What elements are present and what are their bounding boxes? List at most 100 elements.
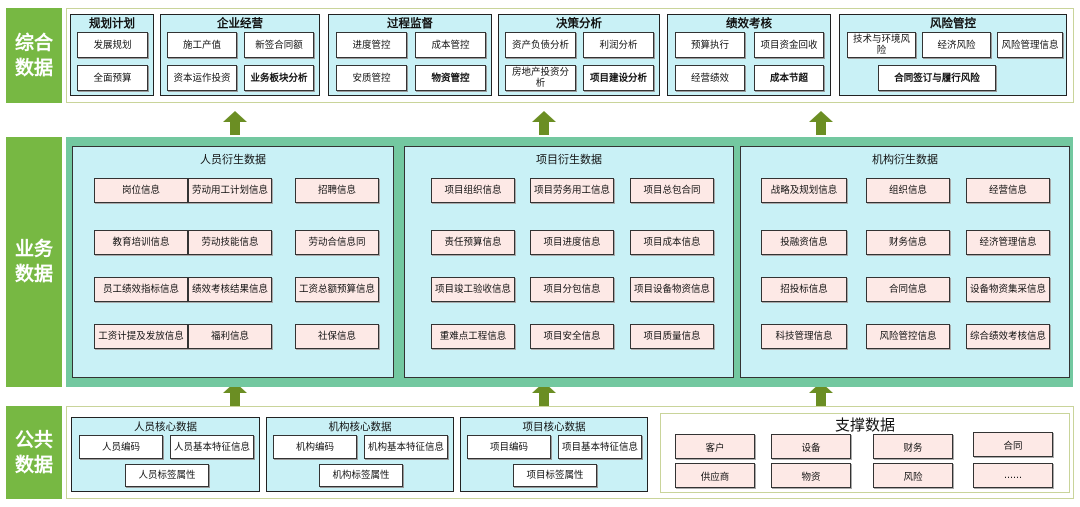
support-group: 支撑数据 客户 设备 财务 合同 供应商 物资 风险 ......	[660, 413, 1070, 493]
item-box: 机构编码	[273, 435, 357, 459]
arrow-up-icon	[532, 382, 556, 406]
item-box: 劳动技能信息	[188, 230, 272, 255]
item-box: 岗位信息	[94, 178, 188, 203]
support-title: 支撑数据	[834, 416, 895, 434]
item-box: 战略及规划信息	[761, 178, 847, 203]
group-title: 风险管控	[930, 16, 976, 30]
group-organization-core: 机构核心数据 机构编码 机构基本特征信息 机构标签属性	[266, 417, 454, 492]
support-item: 供应商	[675, 463, 755, 488]
group-process-supervision: 过程监督 进度管控 成本管控 安质管控 物资管控	[328, 14, 492, 96]
item-box: 设备物资集采信息	[966, 277, 1050, 302]
group-title: 决策分析	[556, 16, 602, 30]
group-project-derived: 项目衍生数据 项目组织信息 项目劳务用工信息 项目总包合同 责任预算信息 项目进…	[404, 146, 734, 378]
item-box: 财务信息	[866, 230, 950, 255]
item-box: 房地产投资分析	[505, 65, 576, 91]
group-title: 机构核心数据	[328, 421, 392, 433]
item-box: 预算执行	[675, 32, 745, 58]
item-box: 机构基本特征信息	[364, 435, 448, 459]
group-title: 项目核心数据	[522, 421, 586, 433]
item-box: 机构标签属性	[319, 464, 403, 487]
item-box: 成本节超	[754, 65, 824, 91]
item-box: 重难点工程信息	[431, 324, 515, 349]
item-box: 项目竣工验收信息	[431, 277, 515, 302]
item-box: 安质管控	[336, 65, 407, 91]
item-box: 责任预算信息	[431, 230, 515, 255]
item-box: 科技管理信息	[761, 324, 847, 349]
item-box: 教育培训信息	[94, 230, 188, 255]
arrow-up-icon	[223, 111, 247, 135]
item-box: 综合绩效考核信息	[966, 324, 1050, 349]
item-box: 项目安全信息	[530, 324, 614, 349]
item-box: 员工绩效指标信息	[94, 277, 188, 302]
item-box: 项目劳务用工信息	[530, 178, 614, 203]
group-title: 人员衍生数据	[200, 153, 266, 166]
group-personnel-derived: 人员衍生数据 岗位信息 劳动用工计划信息 招聘信息 教育培训信息 劳动技能信息 …	[72, 146, 394, 378]
item-box: 技术与环境风险	[847, 32, 916, 58]
label-public-data: 公共 数据	[6, 406, 62, 499]
item-box: 经营绩效	[675, 65, 745, 91]
item-box: 劳动用工计划信息	[188, 178, 272, 203]
item-box: 利润分析	[583, 32, 654, 58]
item-box: 经济风险	[922, 32, 991, 58]
arrow-up-icon	[532, 111, 556, 135]
item-box: 项目质量信息	[630, 324, 714, 349]
support-item: 合同	[973, 432, 1053, 457]
item-box: 招聘信息	[295, 178, 379, 203]
item-box: 绩效考核结果信息	[188, 277, 272, 302]
item-box: 项目成本信息	[630, 230, 714, 255]
item-box: 经营信息	[966, 178, 1050, 203]
item-box: 社保信息	[295, 324, 379, 349]
item-box: 项目编码	[467, 435, 551, 459]
item-box: 招投标信息	[761, 277, 847, 302]
item-box: 全面预算	[77, 65, 148, 91]
arrow-up-icon	[809, 382, 833, 406]
item-box: 发展规划	[77, 32, 148, 58]
support-item: 物资	[771, 463, 851, 488]
item-box: 项目进度信息	[530, 230, 614, 255]
item-box: 合同签订与履行风险	[878, 65, 996, 91]
support-item: ......	[973, 463, 1053, 488]
group-decision-analysis: 决策分析 资产负债分析 利润分析 房地产投资分析 项目建设分析	[498, 14, 660, 96]
item-box: 人员基本特征信息	[170, 435, 254, 459]
item-box: 工资总额预算信息	[295, 277, 379, 302]
support-item: 财务	[873, 434, 953, 459]
group-title: 机构衍生数据	[872, 153, 938, 166]
item-box: 资产负债分析	[505, 32, 576, 58]
item-box: 人员标签属性	[125, 464, 209, 487]
group-risk-control: 风险管控 技术与环境风险 经济风险 风险管理信息 合同签订与履行风险	[839, 14, 1067, 96]
item-box: 工资计提及发放信息	[94, 324, 188, 349]
item-box: 资本运作投资	[167, 65, 237, 91]
label-business-data: 业务 数据	[6, 137, 62, 387]
item-box: 投融资信息	[761, 230, 847, 255]
item-box: 劳动合信息同	[295, 230, 379, 255]
group-performance-appraisal: 绩效考核 预算执行 项目资金回收 经营绩效 成本节超	[667, 14, 831, 96]
arrow-up-icon	[809, 111, 833, 135]
item-box: 新签合同额	[244, 32, 314, 58]
item-box: 经济管理信息	[966, 230, 1050, 255]
support-item: 客户	[675, 434, 755, 459]
item-box: 项目建设分析	[583, 65, 654, 91]
item-box: 成本管控	[415, 32, 486, 58]
group-title: 过程监督	[387, 16, 433, 30]
support-item: 风险	[873, 463, 953, 488]
group-title: 人员核心数据	[134, 421, 197, 433]
item-box: 项目组织信息	[431, 178, 515, 203]
group-title: 项目衍生数据	[536, 153, 602, 166]
group-title: 企业经营	[217, 16, 263, 30]
group-organization-derived: 机构衍生数据 战略及规划信息 组织信息 经营信息 投融资信息 财务信息 经济管理…	[740, 146, 1070, 378]
label-composite-data: 综合 数据	[6, 8, 62, 103]
item-box: 风险管控信息	[866, 324, 950, 349]
item-box: 组织信息	[866, 178, 950, 203]
item-box: 项目分包信息	[530, 277, 614, 302]
item-box: 合同信息	[866, 277, 950, 302]
item-box: 施工产值	[167, 32, 237, 58]
group-title: 绩效考核	[726, 16, 772, 30]
item-box: 项目资金回收	[754, 32, 824, 58]
group-planning: 规划计划 发展规划 全面预算	[70, 14, 154, 96]
item-box: 项目总包合同	[630, 178, 714, 203]
group-project-core: 项目核心数据 项目编码 项目基本特征信息 项目标签属性	[460, 417, 648, 492]
item-box: 进度管控	[336, 32, 407, 58]
arrow-up-icon	[223, 382, 247, 406]
item-box: 风险管理信息	[997, 32, 1063, 58]
group-personnel-core: 人员核心数据 人员编码 人员基本特征信息 人员标签属性	[71, 417, 260, 492]
